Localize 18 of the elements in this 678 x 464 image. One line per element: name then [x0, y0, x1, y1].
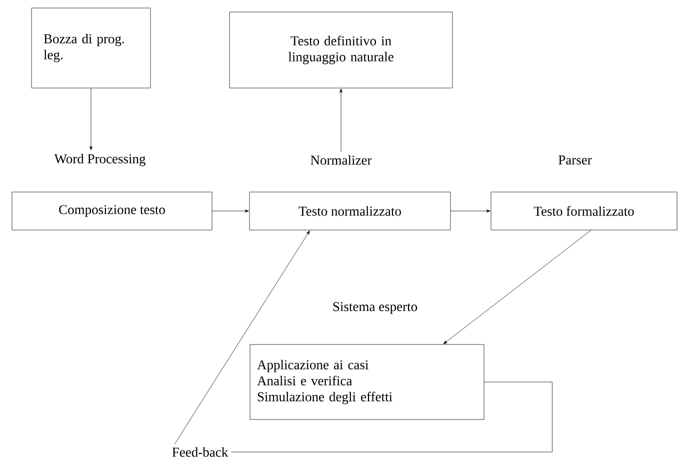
process-box: Testo definitivo in linguaggio naturale	[229, 12, 453, 88]
process-box: Composizione testo	[12, 192, 212, 230]
connector-line	[231, 382, 552, 452]
stage-label: Parser	[558, 156, 592, 164]
process-box: Testo formalizzato	[490, 192, 678, 230]
stage-label: Normalizer	[310, 155, 372, 165]
arrow	[212, 210, 249, 212]
process-box: Testo normalizzato	[249, 192, 451, 230]
stage-label: Word Processing	[54, 154, 146, 166]
arrow	[174, 230, 310, 444]
process-box: Applicazione ai casi Analisi e verifica Simulazione degli effetti	[250, 344, 484, 420]
stage-label: Feed-back	[172, 447, 228, 457]
arrow	[450, 210, 490, 212]
arrow	[90, 88, 92, 150]
stage-label: Sistema esperto	[333, 302, 418, 314]
arrow	[443, 230, 592, 344]
process-box: Bozza di prog. leg.	[31, 8, 151, 88]
arrow	[340, 88, 343, 152]
